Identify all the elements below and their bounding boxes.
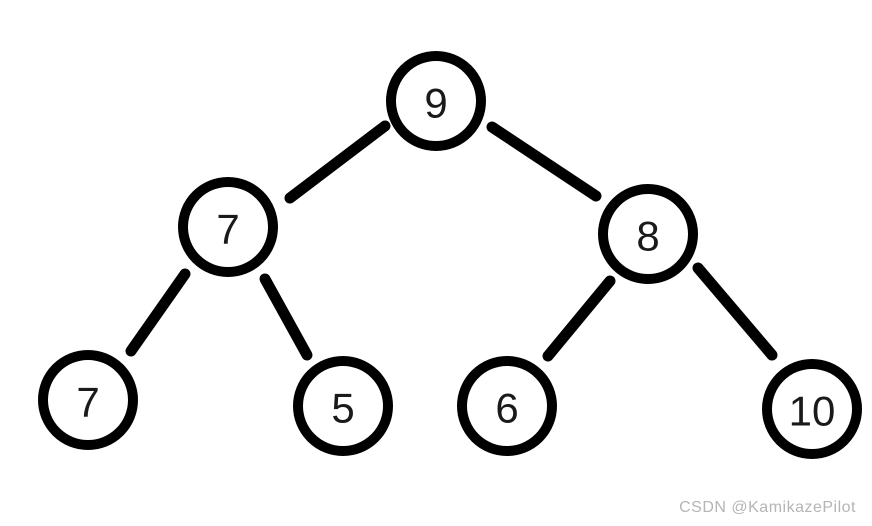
tree-node-root: 9: [386, 51, 486, 151]
tree-node-left: 7: [178, 177, 278, 277]
node-circle: [386, 51, 486, 151]
node-label: 5: [331, 385, 354, 432]
node-circle: [598, 184, 698, 284]
tree-node-right: 8: [598, 184, 698, 284]
edge-left-leftright: [259, 273, 313, 361]
node-label: 10: [789, 388, 836, 435]
tree-node-right-right: 10: [762, 359, 862, 459]
node-circle: [178, 177, 278, 277]
node-circle: [38, 350, 138, 450]
node-label: 9: [424, 80, 447, 127]
edge-right-rightright: [692, 262, 778, 361]
node-label: 8: [636, 213, 659, 260]
csdn-watermark: CSDN @KamikazePilot: [679, 499, 856, 516]
node-circle: [457, 356, 557, 456]
edge-right-rightleft: [542, 275, 616, 362]
node-label: 6: [495, 385, 518, 432]
node-label: 7: [76, 379, 99, 426]
edge-root-left: [284, 120, 391, 204]
node-circle: [293, 356, 393, 456]
node-label: 7: [216, 206, 239, 253]
edge-root-right: [486, 121, 602, 202]
tree-node-right-left: 6: [457, 356, 557, 456]
tree-edges: [125, 120, 778, 362]
tree-node-left-left: 7: [38, 350, 138, 450]
tree-node-left-right: 5: [293, 356, 393, 456]
edge-left-leftleft: [125, 268, 191, 357]
node-circle: [762, 359, 862, 459]
tree-nodes: 9 7 8 7 5 6: [38, 51, 862, 459]
